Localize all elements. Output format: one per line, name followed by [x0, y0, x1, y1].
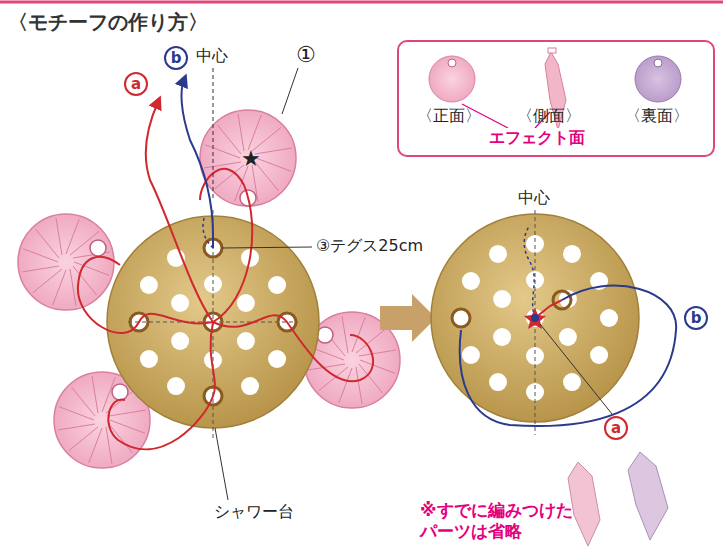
- callout-number: ①: [296, 42, 316, 68]
- inset-box: 〈正面〉 〈側面〉 〈裏面〉エフェクト面: [397, 40, 715, 157]
- center-label: 中心: [196, 46, 228, 65]
- crystal-pendant: [628, 452, 668, 540]
- thread-label: b: [684, 306, 708, 330]
- crystal: [18, 214, 114, 310]
- view-label: 〈側面〉: [517, 106, 581, 127]
- thread-label: a: [604, 416, 628, 440]
- next-arrow: [380, 294, 436, 342]
- crystal: [200, 110, 296, 206]
- crystal-back: [635, 56, 681, 102]
- effect-face-label: エフェクト面: [487, 128, 587, 149]
- thread-spec: ③テグス25cm: [316, 236, 423, 255]
- star-mark: ★: [241, 146, 261, 171]
- thread-label: b: [164, 46, 188, 70]
- center-label: 中心: [518, 188, 550, 207]
- crystal-front: [429, 56, 475, 102]
- thread-label: a: [124, 72, 148, 96]
- title: 〈モチーフの作り方〉: [8, 10, 208, 34]
- note: ※すでに編みつけた パーツは省略: [420, 500, 590, 543]
- view-label: 〈裏面〉: [625, 106, 689, 127]
- part-name: シャワー台: [214, 502, 294, 521]
- crystal-pendant: [568, 462, 600, 546]
- top-rule: [0, 1, 723, 4]
- view-label: 〈正面〉: [417, 106, 481, 127]
